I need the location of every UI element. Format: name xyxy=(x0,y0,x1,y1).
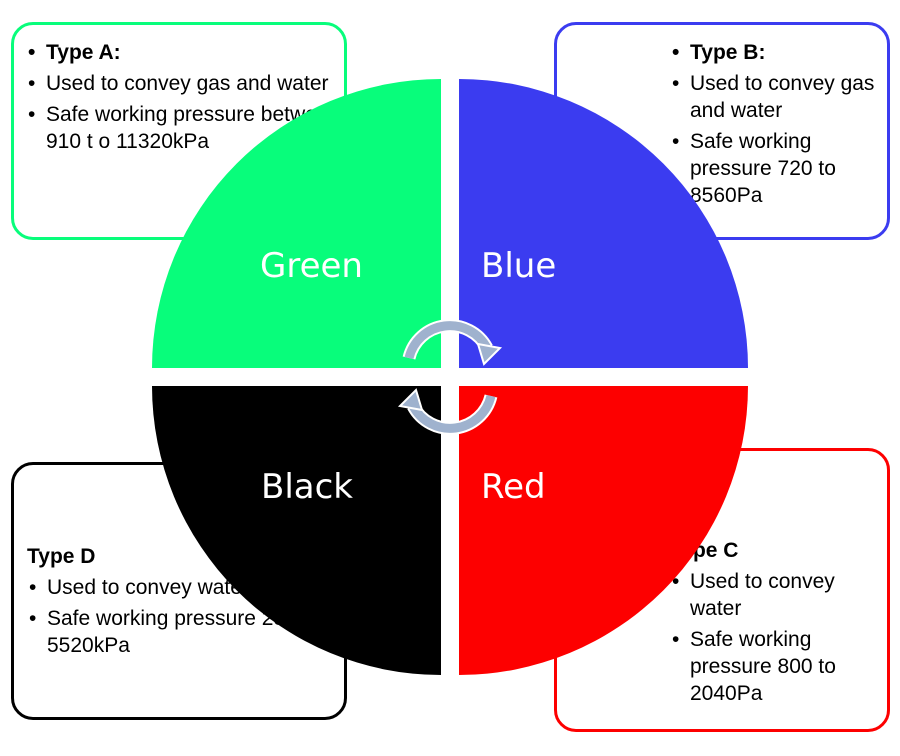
type-a-title: Type A: xyxy=(26,39,344,66)
type-b-use: Used to convey gas and water xyxy=(670,70,887,124)
type-d-title: Type D xyxy=(27,545,96,568)
black-label: Black xyxy=(261,467,353,507)
type-c-use: Used to convey water xyxy=(670,568,887,622)
red-label: Red xyxy=(481,467,546,507)
type-a-use: Used to convey gas and water xyxy=(26,70,344,97)
black-quadrant xyxy=(152,386,441,675)
blue-quadrant xyxy=(459,79,748,368)
green-quadrant xyxy=(152,79,441,368)
cycle-arrow-icon xyxy=(397,319,503,435)
green-label: Green xyxy=(260,246,363,286)
type-b-pressure: Safe working pressure 720 to 8560Pa xyxy=(670,128,887,209)
type-d-use: Used to convey water xyxy=(27,574,344,601)
blue-label: Blue xyxy=(481,246,557,286)
type-c-pressure: Safe working pressure 800 to 2040Pa xyxy=(670,626,887,707)
red-quadrant xyxy=(459,386,748,675)
type-a-pressure: Safe working pressure between 910 t o 11… xyxy=(26,101,344,155)
type-b-title: Type B: xyxy=(670,39,887,66)
type-d-pressure: Safe working pressure 2560 to 5520kPa xyxy=(27,605,344,659)
